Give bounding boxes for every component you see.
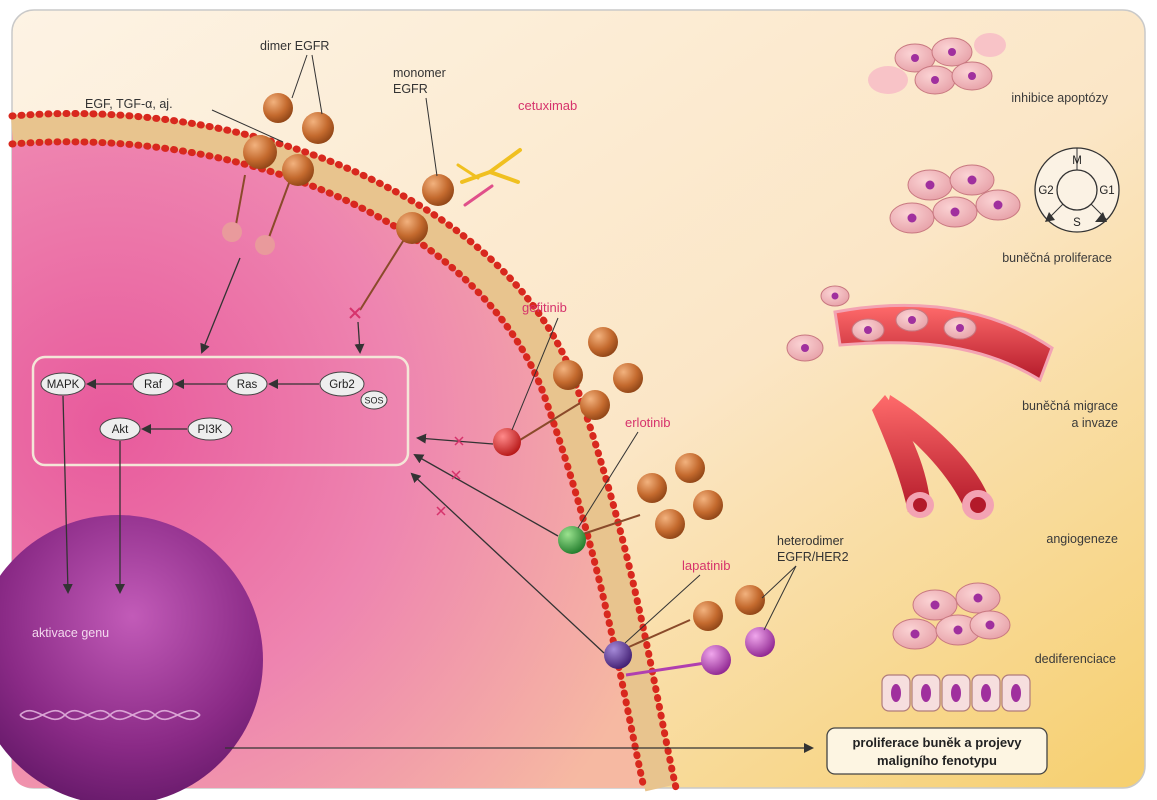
migration-vessel-illustration — [786, 285, 1054, 383]
epithelial-cells-row — [881, 674, 1031, 712]
node-mapk-label: MAPK — [47, 379, 80, 391]
result-line1: proliferace buněk a projevy — [852, 735, 1022, 750]
cell-cycle-s: S — [1073, 217, 1081, 229]
dedifferentiation-cells-illustration — [892, 582, 1011, 650]
lapatinib-bound-heterodimer — [604, 585, 775, 677]
node-sos: SOS — [360, 390, 388, 410]
node-pi3k: PI3K — [187, 417, 233, 441]
cell-cycle-diagram: M G1 S G2 — [1034, 147, 1120, 233]
node-pi3k-label: PI3K — [198, 424, 223, 436]
cell-cycle-m: M — [1072, 155, 1082, 167]
node-mapk: MAPK — [40, 372, 86, 396]
signal-arrows — [62, 257, 814, 753]
result-box: proliferace buněk a projevy maligního fe… — [826, 727, 1048, 775]
node-sos-label: SOS — [364, 396, 383, 406]
egfr-dimer — [222, 93, 334, 255]
label-gene-activation: aktivace genu — [32, 626, 109, 640]
erlotinib-bound-receptor — [558, 453, 723, 554]
outcome-apoptosis: inhibice apoptózy — [1011, 91, 1108, 105]
label-dimer-egfr: dimer EGFR — [260, 39, 329, 53]
outcome-angiogenesis: angiogeneze — [1046, 532, 1118, 546]
inhibition-marks — [436, 436, 464, 516]
dna-helix — [19, 709, 201, 721]
node-raf: Raf — [132, 372, 174, 396]
label-heterodimer: heterodimer — [777, 534, 844, 548]
label-heterodimer-egfr-her2: EGFR/HER2 — [777, 550, 849, 564]
node-akt-label: Akt — [112, 424, 129, 436]
angiogenesis-vessels-illustration — [872, 395, 994, 520]
egfr-monomer — [349, 174, 454, 319]
membrane-inner-heads — [8, 138, 648, 792]
label-erlotinib: erlotinib — [625, 415, 671, 430]
outcome-proliferation: buněčná proliferace — [1002, 251, 1112, 265]
label-ligands: EGF, TGF-α, aj. — [85, 97, 173, 111]
label-gefitinib: gefitinib — [522, 300, 567, 315]
leader-lines — [211, 54, 797, 644]
cell-cycle-g2: G2 — [1038, 185, 1053, 197]
label-cetuximab: cetuximab — [518, 98, 577, 113]
gefitinib-molecule — [493, 428, 521, 456]
signaling-pathway-box — [31, 355, 410, 467]
node-grb2: Grb2 — [319, 371, 365, 397]
gefitinib-bound-receptor — [493, 327, 643, 456]
lapatinib-molecule — [604, 641, 632, 669]
node-akt: Akt — [99, 417, 141, 441]
apoptosis-cells-illustration — [868, 33, 1006, 95]
label-monomer-egfr: EGFR — [393, 82, 428, 96]
result-line2: maligního fenotypu — [877, 753, 997, 768]
outcome-migration-line2: a invaze — [1071, 416, 1118, 430]
node-ras: Ras — [226, 372, 268, 396]
erlotinib-molecule — [558, 526, 586, 554]
node-grb2-label: Grb2 — [329, 379, 355, 391]
pathway-arrows — [86, 379, 319, 434]
outcome-dedifferentiation: dediferenciace — [1035, 652, 1116, 666]
proliferation-cells-illustration — [889, 164, 1021, 234]
label-lapatinib: lapatinib — [682, 558, 730, 573]
node-ras-label: Ras — [237, 379, 258, 391]
cetuximab-antibody — [456, 148, 522, 207]
outcome-migration-line1: buněčná migrace — [1022, 399, 1118, 413]
label-monomer: monomer — [393, 66, 446, 80]
cell-cycle-g1: G1 — [1099, 185, 1114, 197]
node-raf-label: Raf — [144, 379, 163, 391]
